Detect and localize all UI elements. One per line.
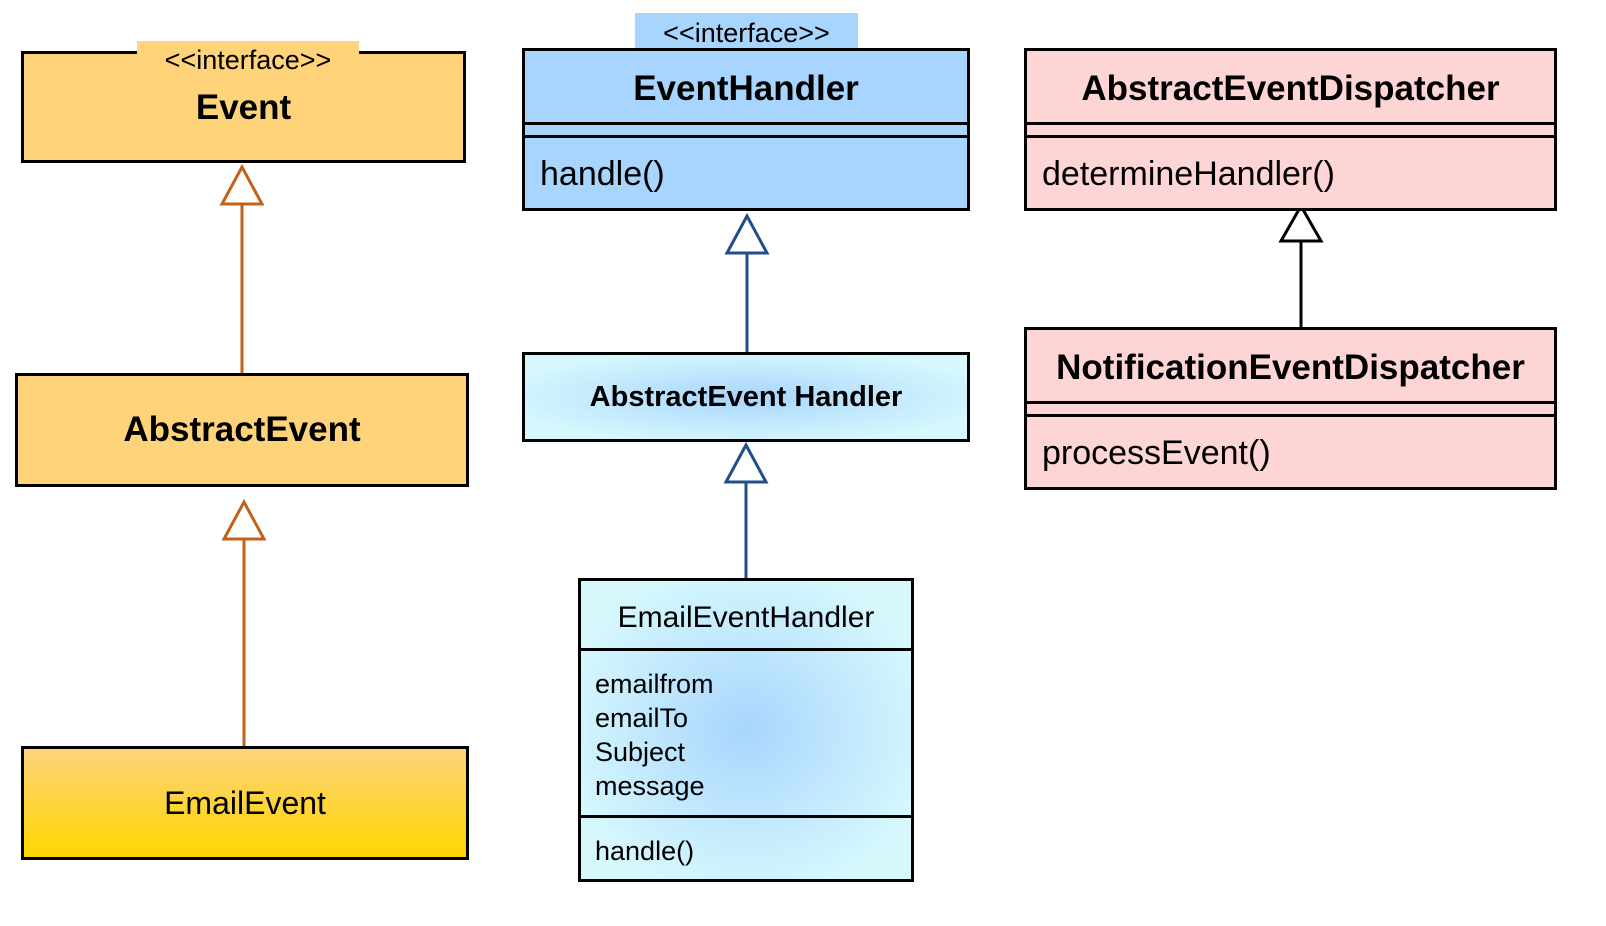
class-email-event: EmailEvent — [21, 746, 469, 860]
class-notification-event-dispatcher: NotificationEventDispatcher processEvent… — [1024, 327, 1557, 490]
class-notification-event-dispatcher-method: processEvent() — [1042, 434, 1271, 472]
class-notification-event-dispatcher-name: NotificationEventDispatcher — [1056, 348, 1525, 387]
class-email-event-handler-divider-2 — [581, 815, 911, 818]
class-notification-event-dispatcher-divider-1 — [1027, 401, 1554, 404]
class-abstract-event-dispatcher-divider-1 — [1027, 122, 1554, 125]
class-email-event-handler: EmailEventHandler emailfrom emailTo Subj… — [578, 578, 914, 882]
class-event-handler-divider-1 — [525, 122, 967, 125]
class-notification-event-dispatcher-divider-2 — [1027, 414, 1554, 417]
class-abstract-event-dispatcher: AbstractEventDispatcher determineHandler… — [1024, 48, 1557, 211]
class-abstract-event-handler: AbstractEvent Handler — [522, 352, 970, 442]
attribute-item: emailfrom — [595, 669, 714, 699]
class-event-handler-divider-2 — [525, 135, 967, 138]
class-event-handler: EventHandler handle() — [522, 48, 970, 211]
generalization-abstracteventhandler-to-eventhandler — [724, 212, 770, 353]
generalization-abstractevent-to-event — [219, 163, 265, 376]
class-abstract-event-name: AbstractEvent — [123, 410, 361, 449]
class-email-event-handler-divider-1 — [581, 648, 911, 651]
class-event-handler-method: handle() — [540, 155, 665, 193]
generalization-emailevent-to-abstractevent — [221, 498, 267, 748]
class-abstract-event-dispatcher-divider-2 — [1027, 135, 1554, 138]
attribute-item: emailTo — [595, 703, 689, 733]
class-abstract-event-handler-name: AbstractEvent Handler — [589, 380, 903, 413]
class-event-stereotype: <<interface>> — [137, 41, 359, 79]
class-abstract-event-dispatcher-name: AbstractEventDispatcher — [1081, 69, 1500, 108]
class-email-event-handler-name: EmailEventHandler — [617, 601, 875, 634]
class-event-handler-stereotype: <<interface>> — [635, 13, 858, 53]
generalization-notificationdispatcher-to-abstractdispatcher — [1278, 202, 1324, 329]
attribute-item: message — [595, 771, 705, 801]
attribute-item: Subject — [595, 737, 686, 767]
class-email-event-handler-method: handle() — [595, 836, 695, 866]
class-event-handler-name: EventHandler — [633, 69, 859, 108]
class-event-name: Event — [195, 88, 292, 127]
class-abstract-event: AbstractEvent — [15, 373, 469, 487]
generalization-emaileventhandler-to-abstracteventhandler — [723, 441, 769, 580]
class-abstract-event-dispatcher-method: determineHandler() — [1042, 155, 1335, 193]
class-email-event-name: EmailEvent — [164, 784, 326, 821]
